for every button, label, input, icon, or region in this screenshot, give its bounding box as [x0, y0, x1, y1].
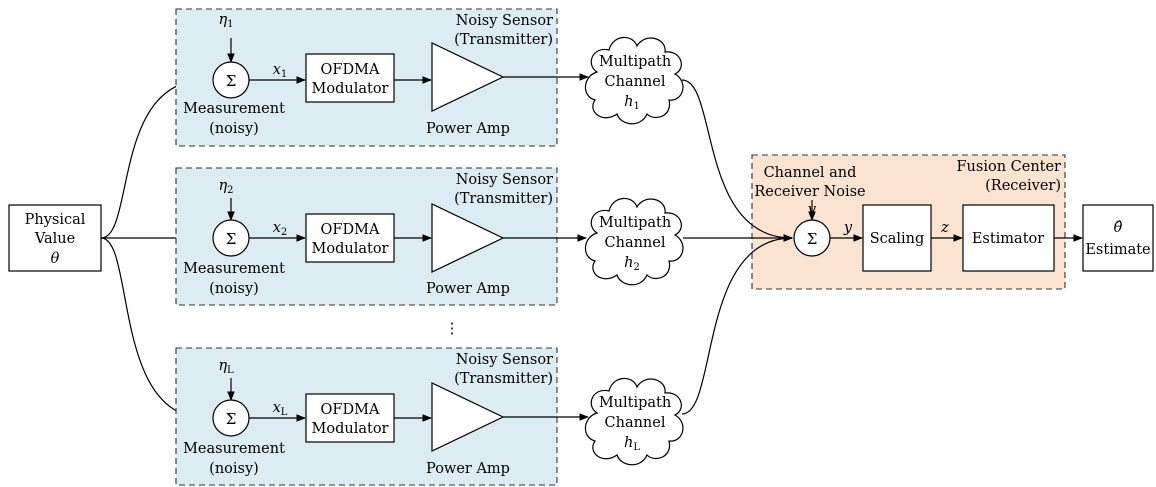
channel-output-wires — [681, 79, 793, 415]
power-amp-label: Power Amp — [426, 461, 510, 477]
measurement-note: (noisy) — [209, 121, 259, 137]
channel-cloud-L: Multipath Channel hL — [584, 377, 684, 466]
sensor-block-2: Noisy Sensor (Transmitter) η2 Σ Measurem… — [175, 167, 587, 306]
svg-text:Σ: Σ — [226, 230, 237, 248]
measurement-note: (noisy) — [209, 281, 259, 297]
fusion-title-line2: (Receiver) — [985, 178, 1061, 194]
power-amp-label: Power Amp — [426, 121, 510, 137]
svg-text:Modulator: Modulator — [312, 241, 389, 257]
scaling-block — [862, 204, 932, 272]
more-sensors-ellipsis: ⋮ — [445, 321, 460, 337]
svg-text:Σ: Σ — [807, 230, 818, 248]
sensor-title-line1: Noisy Sensor — [456, 172, 553, 188]
z-signal-label: z — [940, 220, 949, 236]
measurement-note: (noisy) — [209, 461, 259, 477]
ofdma-modulator — [305, 393, 395, 443]
svg-text:Modulator: Modulator — [312, 421, 389, 437]
estimate-label: Estimate — [1085, 242, 1150, 258]
power-amp — [431, 42, 505, 112]
svg-text:Σ: Σ — [226, 72, 237, 90]
signal-label: x2 — [273, 220, 288, 238]
channel-symbol: hL — [624, 435, 640, 453]
receiver-noise-label-line2: Receiver Noise — [754, 184, 865, 200]
ofdma-modulator — [305, 53, 395, 103]
noise-label: η2 — [218, 178, 233, 196]
physical-value-label-line2: Value — [34, 231, 75, 247]
svg-text:Channel: Channel — [605, 415, 666, 431]
sensor-title-line2: (Transmitter) — [454, 191, 553, 207]
ofdma-modulator — [305, 213, 395, 263]
fusion-center-block: Channel and Receiver Noise v Σ y Scaling… — [754, 165, 1083, 272]
receiver-noise-label-line1: Channel and — [764, 165, 857, 181]
estimator-block — [962, 204, 1055, 272]
sensor-title-line1: Noisy Sensor — [456, 13, 553, 29]
physical-value-label-line1: Physical — [25, 212, 86, 228]
measurement-label: Measurement — [183, 441, 285, 457]
power-amp — [431, 382, 505, 452]
svg-text:Channel: Channel — [605, 74, 666, 90]
power-amp-label: Power Amp — [426, 281, 510, 297]
channel-cloud-1: Multipath Channel h1 — [584, 36, 684, 125]
channel-symbol: h1 — [624, 94, 640, 112]
sensor-title-line2: (Transmitter) — [454, 371, 553, 387]
sensor-block-L: Noisy Sensor (Transmitter) ηL Σ Measurem… — [175, 347, 589, 486]
signal-label: x1 — [273, 62, 288, 80]
measurement-label: Measurement — [183, 101, 285, 117]
estimate-block: θ̂ Estimate — [1082, 204, 1154, 272]
svg-text:Estimator: Estimator — [972, 231, 1044, 247]
noise-label: ηL — [218, 358, 234, 376]
channel-symbol: h2 — [624, 255, 640, 273]
svg-text:OFDMA: OFDMA — [321, 222, 380, 238]
y-signal-label: y — [843, 220, 853, 236]
svg-text:Multipath: Multipath — [599, 54, 671, 70]
svg-text:Multipath: Multipath — [599, 215, 671, 231]
channel-cloud-2: Multipath Channel h2 — [584, 197, 684, 286]
svg-text:Σ: Σ — [226, 410, 237, 428]
sensor-title-line1: Noisy Sensor — [456, 352, 553, 368]
sensor-block-1: Noisy Sensor (Transmitter) η1 Σ Measurem… — [175, 8, 589, 147]
signal-label: xL — [273, 400, 288, 418]
svg-text:OFDMA: OFDMA — [321, 402, 380, 418]
sensor-title-line2: (Transmitter) — [454, 32, 553, 48]
fusion-title-line1: Fusion Center — [956, 159, 1061, 175]
theta-hat-symbol: θ̂ — [1114, 220, 1123, 236]
measurement-label: Measurement — [183, 261, 285, 277]
svg-text:Modulator: Modulator — [312, 81, 389, 97]
noise-label: η1 — [218, 12, 233, 30]
power-amp — [431, 203, 505, 273]
svg-text:Scaling: Scaling — [870, 231, 925, 247]
theta-symbol: θ — [51, 251, 60, 267]
svg-text:Channel: Channel — [605, 235, 666, 251]
svg-text:Multipath: Multipath — [599, 395, 671, 411]
svg-text:OFDMA: OFDMA — [321, 62, 380, 78]
physical-value-block: Physical Value θ — [8, 204, 102, 272]
